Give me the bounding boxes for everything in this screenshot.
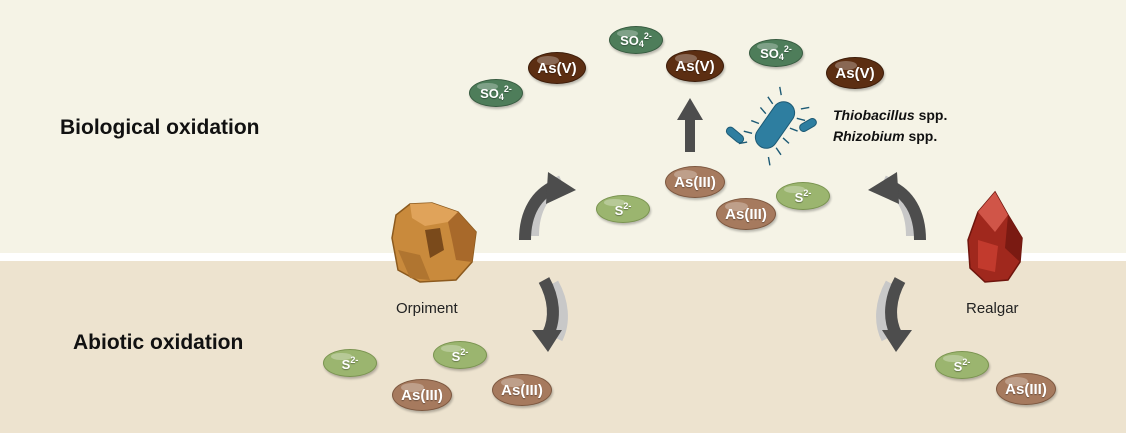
- bacteria-suffix-1: spp.: [918, 107, 948, 123]
- as3-pill: As(III): [996, 373, 1056, 405]
- as5-pill: As(V): [666, 50, 724, 82]
- biological-zone: [0, 0, 1126, 253]
- biological-oxidation-title: Biological oxidation: [60, 116, 260, 139]
- so4-pill: SO42-: [609, 26, 663, 54]
- zone-divider: [0, 253, 1126, 261]
- as5-pill: As(V): [528, 52, 586, 84]
- bacteria-genus-2: Rhizobium: [833, 128, 905, 144]
- bacteria-icon: [725, 86, 817, 166]
- so4-pill: SO42-: [749, 39, 803, 67]
- bacteria-genus-1: Thiobacillus: [833, 107, 915, 123]
- orpiment-icon: [391, 202, 477, 283]
- curved-arrow-left-up-icon: [519, 172, 576, 241]
- abiotic-zone: [0, 261, 1126, 433]
- bacteria-suffix-2: spp.: [908, 128, 938, 144]
- s2-pill: S2-: [776, 182, 830, 210]
- abiotic-oxidation-title: Abiotic oxidation: [73, 331, 244, 354]
- up-arrow-icon: [677, 98, 703, 152]
- realgar-label: Realgar: [966, 300, 1019, 317]
- as3-pill: As(III): [665, 166, 725, 198]
- curved-arrow-left-down-icon: [532, 277, 568, 352]
- curved-arrow-right-down-icon: [876, 277, 912, 352]
- as3-pill: As(III): [392, 379, 452, 411]
- realgar-icon: [967, 190, 1023, 283]
- s2-pill: S2-: [433, 341, 487, 369]
- as5-pill: As(V): [826, 57, 884, 89]
- curved-arrow-right-up-icon: [868, 172, 926, 241]
- s2-pill: S2-: [596, 195, 650, 223]
- as3-pill: As(III): [716, 198, 776, 230]
- s2-pill: S2-: [935, 351, 989, 379]
- as3-pill: As(III): [492, 374, 552, 406]
- so4-pill: SO42-: [469, 79, 523, 107]
- bacteria-label-2: Rhizobium spp.: [833, 126, 937, 146]
- bacteria-label-1: Thiobacillus spp.: [833, 105, 947, 125]
- orpiment-label: Orpiment: [396, 300, 458, 317]
- s2-pill: S2-: [323, 349, 377, 377]
